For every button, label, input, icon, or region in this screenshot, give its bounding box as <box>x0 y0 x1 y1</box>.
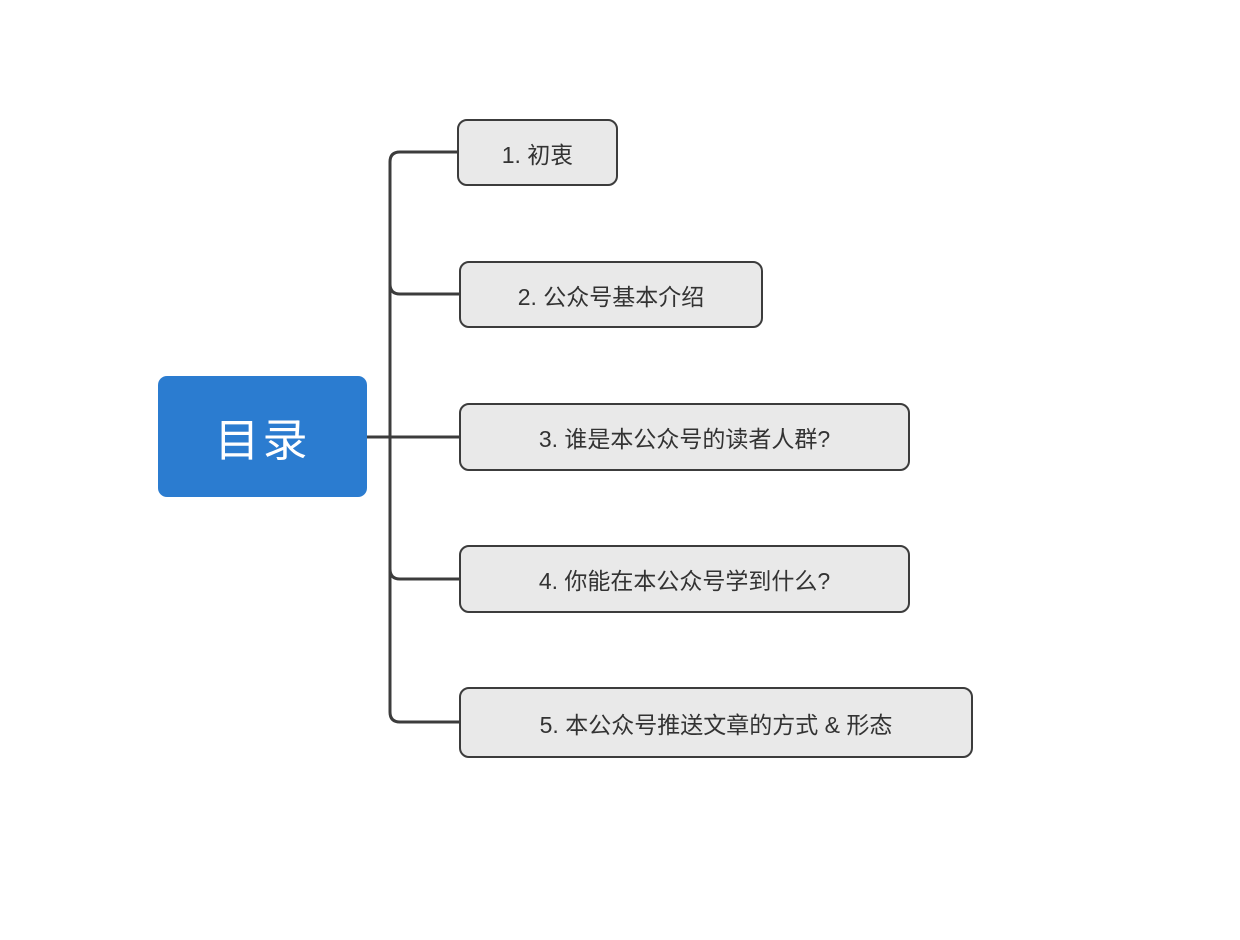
connector-spine <box>388 150 402 724</box>
topic-node-1[interactable]: 1. 初衷 <box>457 119 618 186</box>
connector-to-child-4 <box>388 567 461 581</box>
topic-node-label: 4. 你能在本公众号学到什么? <box>538 568 831 594</box>
connector-to-child-2 <box>388 282 461 296</box>
topic-node-3[interactable]: 3. 谁是本公众号的读者人群? <box>459 403 910 471</box>
topic-node-label: 2. 公众号基本介绍 <box>517 283 705 310</box>
topic-node-5[interactable]: 5. 本公众号推送文章的方式 & 形态 <box>459 687 973 758</box>
root-node-label: 目录 <box>214 415 311 466</box>
topic-node-4[interactable]: 4. 你能在本公众号学到什么? <box>459 545 910 613</box>
root-node-toc[interactable]: 目录 <box>158 376 367 497</box>
topic-node-label: 3. 谁是本公众号的读者人群? <box>538 426 831 452</box>
topic-node-label: 1. 初衷 <box>501 141 574 168</box>
topic-node-2[interactable]: 2. 公众号基本介绍 <box>459 261 763 328</box>
topic-node-label: 5. 本公众号推送文章的方式 & 形态 <box>539 711 893 738</box>
